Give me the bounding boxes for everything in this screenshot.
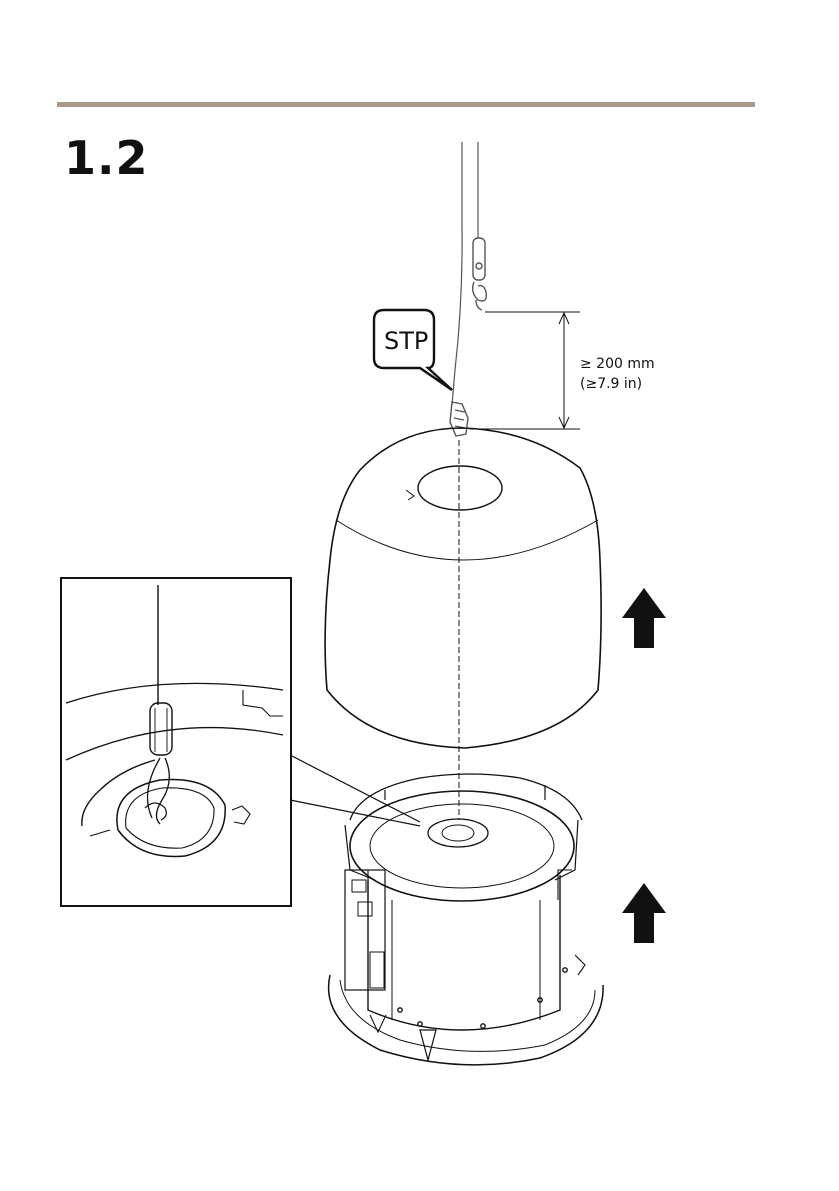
callout-line (290, 800, 420, 826)
camera-housing (329, 774, 603, 1065)
stp-label: STP (384, 327, 428, 355)
stp-badge: STP (374, 310, 452, 390)
wire-connector (450, 402, 468, 436)
dimension-imperial: (≥7.9 in) (580, 376, 642, 392)
up-arrow (622, 883, 666, 943)
dimension-metric: ≥ 200 mm (580, 356, 655, 372)
safety-wire (452, 142, 486, 405)
detail-inset (61, 578, 291, 906)
callout-line (290, 755, 420, 822)
dimension-indicator (470, 312, 580, 429)
up-arrow (622, 588, 666, 648)
dome-cover (325, 428, 601, 748)
